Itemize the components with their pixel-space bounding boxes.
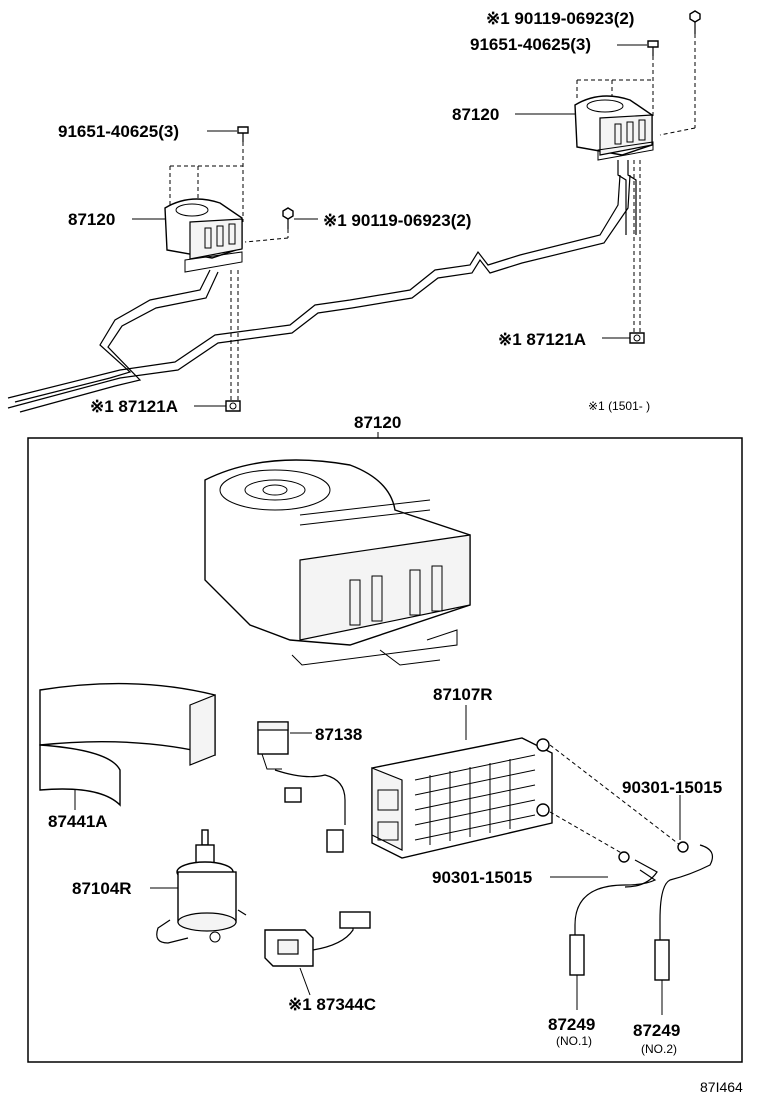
relay xyxy=(257,721,346,853)
screw-icon xyxy=(237,126,249,142)
label-relay: 87138 xyxy=(315,725,362,744)
bolt-icon xyxy=(689,10,701,34)
label-clamp-left: ※1 87121A xyxy=(90,397,178,416)
cover-sheet xyxy=(39,682,216,807)
label-grommet-b: 90301-15015 xyxy=(432,868,532,887)
label-heater-top-right: 87120 xyxy=(452,105,499,124)
blower-resistor xyxy=(264,911,371,967)
label-bolt-top-right: ※1 90119-06923(2) xyxy=(486,9,634,28)
label-motor: 87104R xyxy=(72,879,132,898)
figure-id: 87I464 xyxy=(700,1079,743,1095)
blower-motor xyxy=(156,829,247,944)
label-bolt-mid: ※1 90119-06923(2) xyxy=(323,211,471,230)
heater-unit-top-right xyxy=(574,95,654,161)
grommet-icon xyxy=(677,841,689,853)
label-footnote: ※1 (1501- ) xyxy=(588,399,650,413)
clamp-icon xyxy=(225,400,241,412)
heater-housing xyxy=(204,459,471,666)
box-title: 87120 xyxy=(354,413,401,432)
hose-no1 xyxy=(569,859,658,976)
label-hose-2-note: (NO.2) xyxy=(641,1042,677,1056)
label-heater-top-left: 87120 xyxy=(68,210,115,229)
label-core: 87107R xyxy=(433,685,493,704)
label-clamp-right: ※1 87121A xyxy=(498,330,586,349)
grommet-icon xyxy=(618,851,630,863)
label-hose-1: 87249 xyxy=(548,1015,595,1034)
label-grommet-a: 90301-15015 xyxy=(622,778,722,797)
heater-unit-top-left xyxy=(164,198,243,273)
clamp-icon xyxy=(629,332,645,344)
heater-core xyxy=(371,737,553,859)
screw-icon xyxy=(647,40,659,56)
heater-pipes xyxy=(7,174,631,413)
label-hose-2: 87249 xyxy=(633,1021,680,1040)
label-hose-1-note: (NO.1) xyxy=(556,1034,592,1048)
label-screw-top-left: 91651-40625(3) xyxy=(58,122,179,141)
bolt-icon xyxy=(282,207,294,229)
label-screw-top-right: 91651-40625(3) xyxy=(470,35,591,54)
label-cover: 87441A xyxy=(48,812,108,831)
label-resistor: ※1 87344C xyxy=(288,995,376,1014)
hose-no2 xyxy=(654,844,713,981)
exploded-view-frame xyxy=(27,437,743,1063)
